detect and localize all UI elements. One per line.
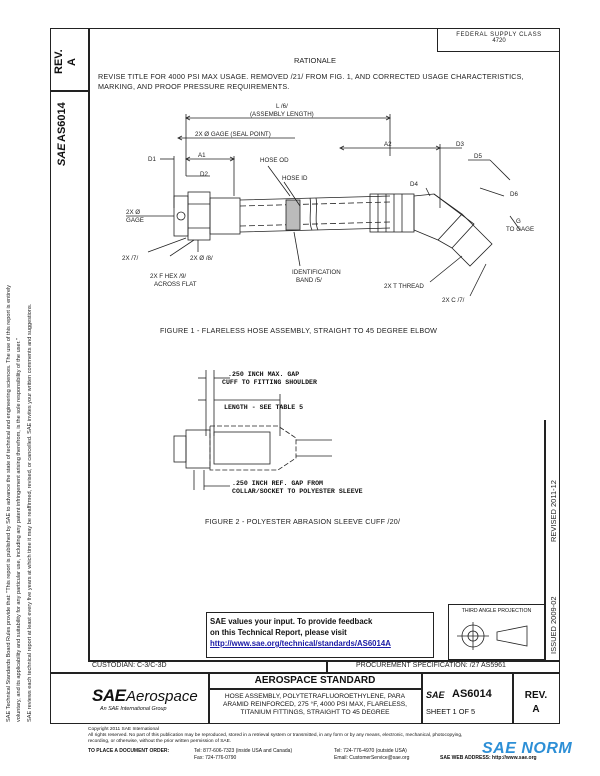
fig1-c7: 2X C /7/ [442,297,465,304]
issued-date: ISSUED 2009-02 [549,596,558,654]
rev-block-divider [50,90,89,92]
custodian: CUSTODIAN: C-3/C-3D [92,662,167,669]
fig1-to-gage: TO GAGE [506,226,534,233]
figure-2-drawing [173,370,332,490]
footer: Copyright 2011 SAE International All rig… [88,727,558,746]
fig1-assembly-length: (ASSEMBLY LENGTH) [250,111,314,118]
footer-rights-2: recording, or otherwise, without the pri… [88,739,232,745]
supply-class-label: FEDERAL SUPPLY CLASS [456,32,542,38]
footer-copyright: Copyright 2011 SAE International [88,727,159,732]
figure-1-drawing: L /6/ (ASSEMBLY LENGTH) 2X Ø GAGE (SEAL … [122,103,534,304]
feedback-line-1: SAE values your input. To provide feedba… [210,617,373,626]
fig1-d6: D6 [510,191,518,198]
title-description: HOSE ASSEMBLY, POLYTETRAFLUOROETHYLENE, … [208,693,422,718]
tsb-rules-line3: SAE reviews each technical report at lea… [27,303,33,722]
feedback-link[interactable]: http://www.sae.org/technical/standards/A… [210,639,391,648]
footer-fax: Fax: 724-776-0790 [194,755,237,761]
aerospace-standard-title: AEROSPACE STANDARD [254,675,376,686]
fig1-gage-left-1: 2X Ø [126,209,140,216]
fig1-gage-left-2: GAGE [126,217,144,224]
fig1-id-band-1: IDENTIFICATION [292,269,341,276]
title-standard-divider [208,688,422,690]
title-desc-1: HOSE ASSEMBLY, POLYTETRAFLUOROETHYLENE, … [224,693,406,700]
tsb-rules-line2: voluntary, and its applicability and sui… [16,338,22,722]
figure-2-caption: FIGURE 2 - POLYESTER ABRASION SLEEVE CUF… [205,517,401,526]
fig1-thread: 2X T THREAD [384,283,424,290]
footer-web: SAE WEB ADDRESS: http://www.sae.org [440,755,537,761]
right-date-divider [544,420,546,660]
supply-class-stamp: FEDERAL SUPPLY CLASS 4720 [437,28,560,52]
figure-1-caption: FIGURE 1 - FLARELESS HOSE ASSEMBLY, STRA… [160,326,438,335]
fig1-hex-2: ACROSS FLAT [154,281,197,288]
left-column-divider [88,28,90,660]
title-rev-divider [512,672,514,724]
fig1-a2: A2 [384,141,392,148]
footer-rights-1: All rights reserved. No part of this pub… [88,733,463,739]
fig1-hose-id: HOSE ID [282,175,308,182]
rationale-heading: RATIONALE [294,56,336,65]
watermark-logo: SAE NORM [482,740,573,757]
fig1-d3: D3 [456,141,464,148]
fig1-a1: A1 [198,152,206,159]
fig1-d1: D1 [148,156,156,163]
drawing-frame [50,28,560,724]
fig2-gap-1: .250 INCH MAX. GAP [228,371,300,378]
custodian-row-top [88,660,560,662]
rationale-text-2: MARKING, AND PROOF PRESSURE REQUIREMENTS… [98,82,290,91]
aerospace-logo: Aerospace [126,688,198,705]
projection-label: THIRD ANGLE PROJECTION [461,608,532,614]
tsb-rules-line1: SAE Technical Standards Board Rules prov… [6,284,12,722]
projection-box: THIRD ANGLE PROJECTION [448,604,544,660]
title-desc-3: TITANIUM FITTINGS, STRAIGHT TO 45 DEGREE [240,709,390,717]
title-doc-number: AS6014 [452,688,492,700]
procurement-spec: PROCUREMENT SPECIFICATION: /27 AS5961 [356,662,506,669]
fig1-hose-od: HOSE OD [260,157,289,164]
sae-logo: SAE [92,686,126,705]
fig2-gap-2: CUFF TO FITTING SHOULDER [222,379,317,386]
title-doc-divider [421,672,423,724]
footer-tel-1: Tel: 877-606-7323 (inside USA and Canada… [194,748,293,754]
sheet-number: SHEET 1 OF 5 [426,707,476,716]
rev-label: REV. [53,49,65,74]
fig1-x7: 2X /7/ [122,255,138,262]
fig2-ref-1: .250 INCH REF. GAP FROM [232,480,324,487]
footer-order: TO PLACE A DOCUMENT ORDER: [88,748,170,754]
feedback-line-2: on this Technical Report, please visit [210,628,347,637]
logo-subtitle: An SAE International Group [100,706,167,712]
title-rev-label: REV. [524,690,548,701]
fig2-ref-2: COLLAR/SOCKET TO POLYESTER SLEEVE [232,488,363,495]
sae-mark-vertical: SAE [56,143,68,166]
fig1-length-label: L /6/ [276,103,288,110]
rationale-text-1: REVISE TITLE FOR 4000 PSI MAX USAGE. REM… [98,72,524,81]
title-block-top [50,672,560,674]
fig1-x8: 2X Ø /8/ [190,255,213,262]
custodian-divider [326,660,328,673]
revised-date: REVISED 2011-12 [549,480,558,542]
rev-value: A [66,58,78,66]
footer-tel-2: Tel: 724-776-4970 (outside USA) [334,748,407,754]
feedback-box: SAE values your input. To provide feedba… [206,612,434,658]
fig2-length: LENGTH - SEE TABLE 5 [224,404,304,411]
title-desc-2: ARAMID REINFORCED, 275 °F, 4000 PSI MAX,… [222,701,408,709]
fig1-d2: D2 [200,171,208,178]
fig1-gage-seal: 2X Ø GAGE (SEAL POINT) [195,131,271,138]
fig1-d5: D5 [474,153,482,160]
title-logo-divider [208,672,210,724]
fig1-id-band-2: BAND /5/ [296,277,322,284]
fig1-d4: D4 [410,181,418,188]
projection-symbol-icon [457,622,528,650]
supply-class-value: 4720 [492,38,506,44]
sae-mini-logo: SAE [426,690,445,700]
fig1-g: G [516,218,521,225]
doc-number-vertical: AS6014 [56,102,68,142]
title-rev-value: A [532,704,540,715]
footer-email: Email: CustomerService@sae.org [334,755,410,761]
fig1-hex-1: 2X F HEX /9/ [150,273,186,280]
